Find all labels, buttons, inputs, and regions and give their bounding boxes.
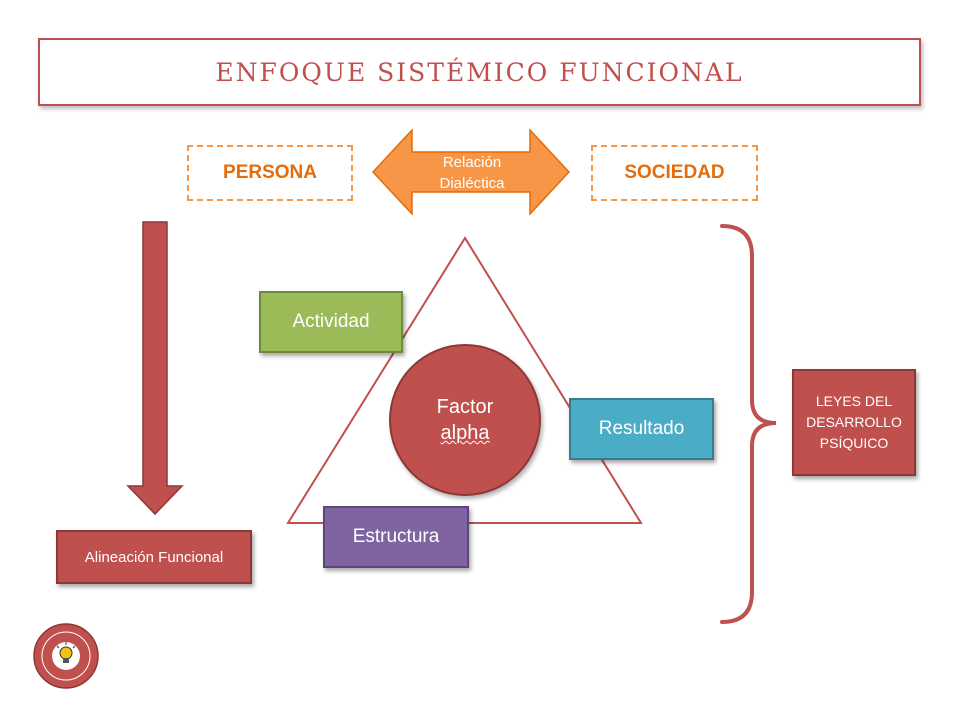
relation-line2: Dialéctica bbox=[439, 175, 505, 192]
alineacion-label: Alineación Funcional bbox=[84, 548, 224, 566]
leyes-label: LEYES DEL DESARROLLO PSÍQUICO bbox=[806, 393, 902, 451]
actividad-label: Actividad bbox=[292, 311, 370, 332]
factor-line1: Factor bbox=[436, 396, 494, 418]
factor-alpha-circle: Factor alpha bbox=[389, 344, 541, 496]
relation-double-arrow bbox=[371, 128, 571, 216]
resultado-box: Resultado bbox=[569, 398, 714, 460]
actividad-box: Actividad bbox=[259, 291, 403, 353]
alineacion-funcional-box: Alineación Funcional bbox=[56, 530, 252, 584]
diagram-title: ENFOQUE SISTÉMICO FUNCIONAL bbox=[215, 57, 744, 87]
factor-line2: alpha bbox=[440, 422, 490, 444]
resultado-label: Resultado bbox=[598, 418, 685, 439]
down-arrow bbox=[126, 221, 184, 516]
persona-box: PERSONA bbox=[187, 145, 353, 201]
lightbulb-icon bbox=[56, 642, 76, 663]
logo-seal bbox=[33, 623, 99, 689]
title-box: ENFOQUE SISTÉMICO FUNCIONAL bbox=[38, 38, 921, 106]
sociedad-label: SOCIEDAD bbox=[624, 162, 725, 183]
estructura-label: Estructura bbox=[352, 526, 440, 547]
relation-label: Relación Dialéctica bbox=[420, 148, 524, 198]
leyes-box: LEYES DEL DESARROLLO PSÍQUICO bbox=[792, 369, 916, 476]
relation-line1: Relación bbox=[442, 154, 502, 171]
persona-label: PERSONA bbox=[223, 162, 317, 183]
estructura-box: Estructura bbox=[323, 506, 469, 568]
right-brace bbox=[720, 224, 777, 624]
sociedad-box: SOCIEDAD bbox=[591, 145, 758, 201]
